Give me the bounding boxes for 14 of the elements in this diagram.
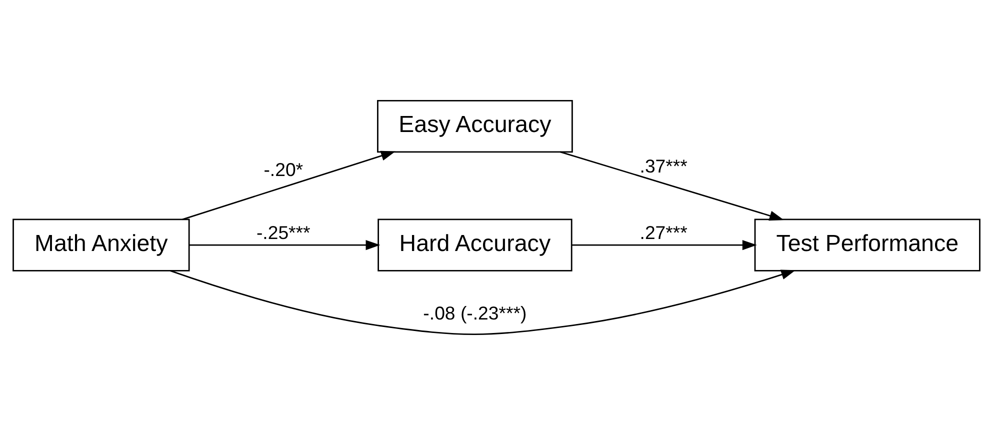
arrow	[170, 270, 796, 335]
edge-label: -.20*	[264, 159, 304, 180]
edge-label: .27***	[640, 222, 688, 243]
node-box: Easy Accuracy	[377, 100, 573, 153]
arrow	[189, 240, 380, 250]
node-box: Math Anxiety	[12, 218, 190, 272]
node-box: Hard Accuracy	[378, 218, 572, 272]
edge-label: .37***	[640, 156, 688, 177]
arrow	[560, 151, 784, 221]
node-box: Test Performance	[754, 218, 980, 272]
edge-label: -.08 (-.23***)	[423, 302, 527, 324]
edge-label: -.25***	[256, 222, 310, 243]
arrow	[182, 150, 396, 220]
arrow	[572, 240, 757, 250]
